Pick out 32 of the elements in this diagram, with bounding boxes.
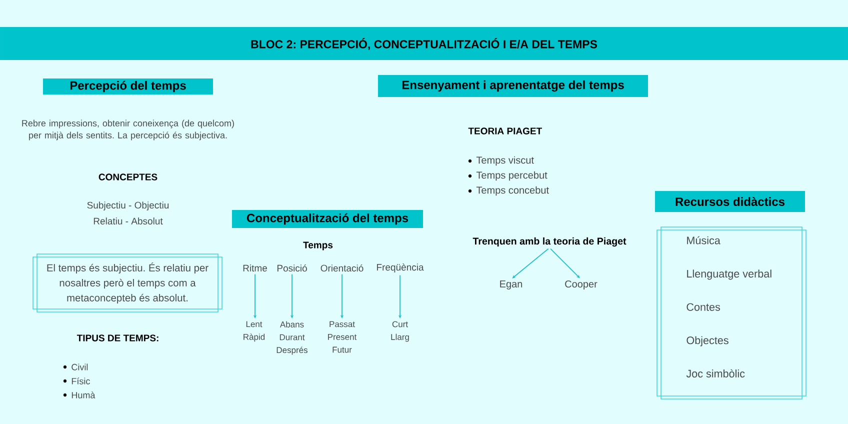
title-banner: BLOC 2: PERCEPCIÓ, CONCEPTUALITZACIÓ I E/A DEL TEMPS [0,27,848,60]
section-heading: Percepció del temps [43,78,213,94]
list-item: Temps concebut [476,186,549,196]
resource-list-box: Música Llenguatge verbal Contes Objectes Joc simbòlic [656,226,806,400]
value-list: Curt Llarg [391,321,409,342]
subheading: CONCEPTES [98,174,158,180]
category-label: Ritme [243,264,267,272]
subheading: Trenquen amb la teoria de Piaget [472,237,626,247]
section-heading: Recursos didàctics [655,191,805,212]
concept-text: Subjectiu - Objectiu [87,202,169,210]
list-item: Físic [72,378,90,384]
category-label: Freqüència [377,264,424,272]
value-list: Abans Durant Després [276,321,308,355]
list-item: Civil [72,364,88,370]
list-item: Temps viscut [476,156,534,166]
category-label: Orientació [320,264,364,272]
note-box: El temps és subjectiu. És relatiu per nosaltres però el temps com a metaconcepteb és absolut. [32,254,222,312]
value-list: Lent Ràpid [244,321,265,342]
author-name: Egan [500,280,522,290]
category-label: Posició [277,264,307,272]
list-item: Temps percebut [476,171,548,181]
author-name: Cooper [565,280,598,290]
subheading: TIPUS DE TEMPS: [76,334,158,342]
section-heading: Ensenyament i aprenentatge del temps [378,75,648,97]
value-list: Passat Present Futur [328,321,357,353]
list-item: Humà [72,392,96,398]
concept-text: Relatiu - Absolut [94,218,163,224]
subheading: Temps [303,242,333,250]
description-text: Rebre impressions, obtenir coneixença (de quelcom) per mitjà dels sentits. La percepció és subjectiva. [22,120,234,140]
arrow [512,248,549,278]
section-heading: Conceptualització del temps [232,210,423,228]
subheading: TEORIA PIAGET [468,128,542,134]
